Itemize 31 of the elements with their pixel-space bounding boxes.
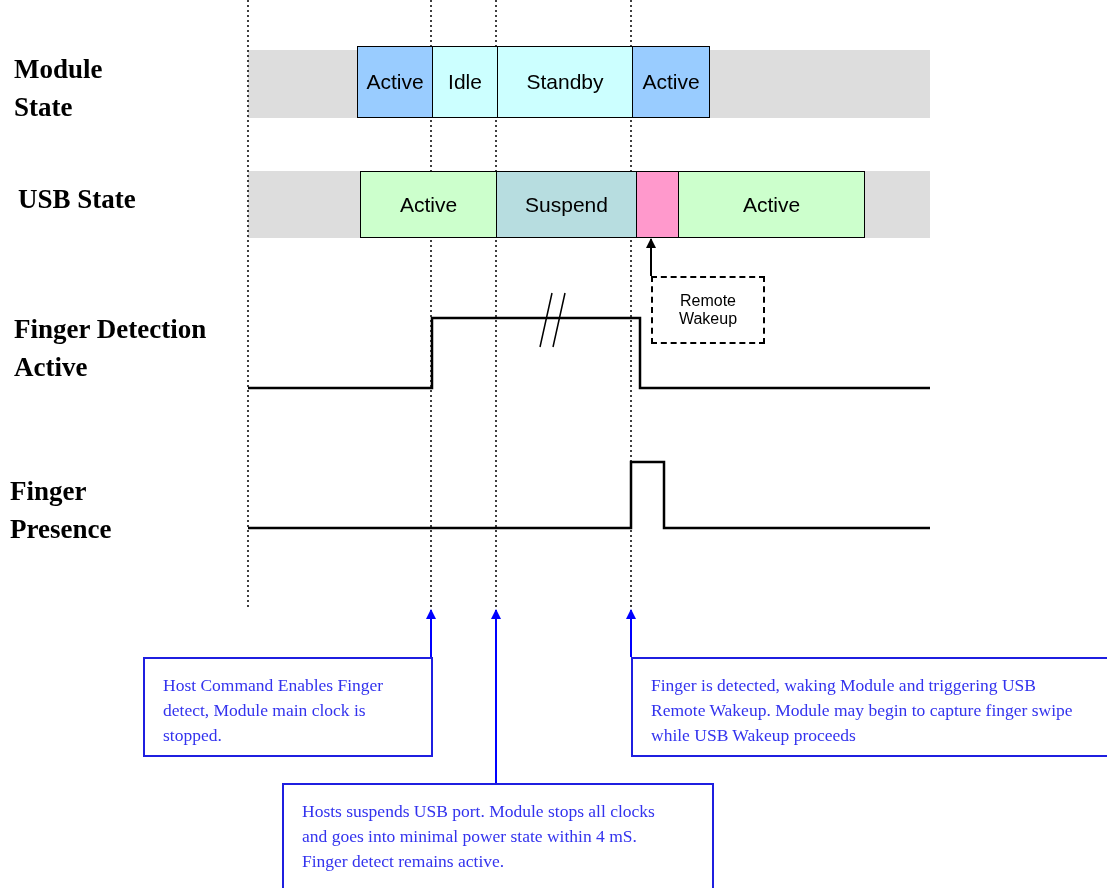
state-label: Active: [642, 70, 700, 94]
signal-name: Finger Detection Active: [14, 313, 208, 384]
callout-text: Finger is detected, waking Module and triggering USB Remote Wakeup. Module may begin to capture finger swipe while USB Wakeup proceeds: [651, 674, 1074, 747]
signal-name: Module State: [14, 53, 104, 124]
note-box: [651, 276, 765, 344]
state-segment: [357, 46, 433, 118]
state-label: Active: [366, 70, 424, 94]
arrow: [491, 609, 501, 784]
state-segment: [360, 171, 497, 238]
note-text: Remote Wakeup: [677, 292, 739, 328]
callout-box: [631, 657, 1107, 757]
arrow: [426, 609, 436, 658]
state-label: Suspend: [525, 192, 608, 217]
state-segment: [636, 171, 679, 238]
arrow: [626, 609, 636, 658]
state-segment: [632, 46, 710, 118]
callout-box: [143, 657, 433, 757]
callout-text: Host Command Enables Finger detect, Module main clock is stopped.: [163, 674, 385, 747]
state-label: Active: [399, 192, 458, 217]
state-segment: [432, 46, 498, 118]
state-label: Active: [742, 192, 801, 217]
callout-box: [282, 783, 714, 888]
state-segment: [678, 171, 865, 238]
signal-name: Finger Presence: [10, 475, 113, 546]
arrow: [646, 238, 656, 277]
callout-text: Hosts suspends USB port. Module stops all clocks and goes into minimal power state within 4 mS. Finger detect remains active.: [302, 800, 656, 873]
state-segment: [496, 171, 637, 238]
signal-name: USB State: [18, 183, 137, 216]
state-label: Idle: [448, 70, 482, 94]
state-label: Standby: [526, 70, 604, 94]
state-segment: [497, 46, 633, 118]
